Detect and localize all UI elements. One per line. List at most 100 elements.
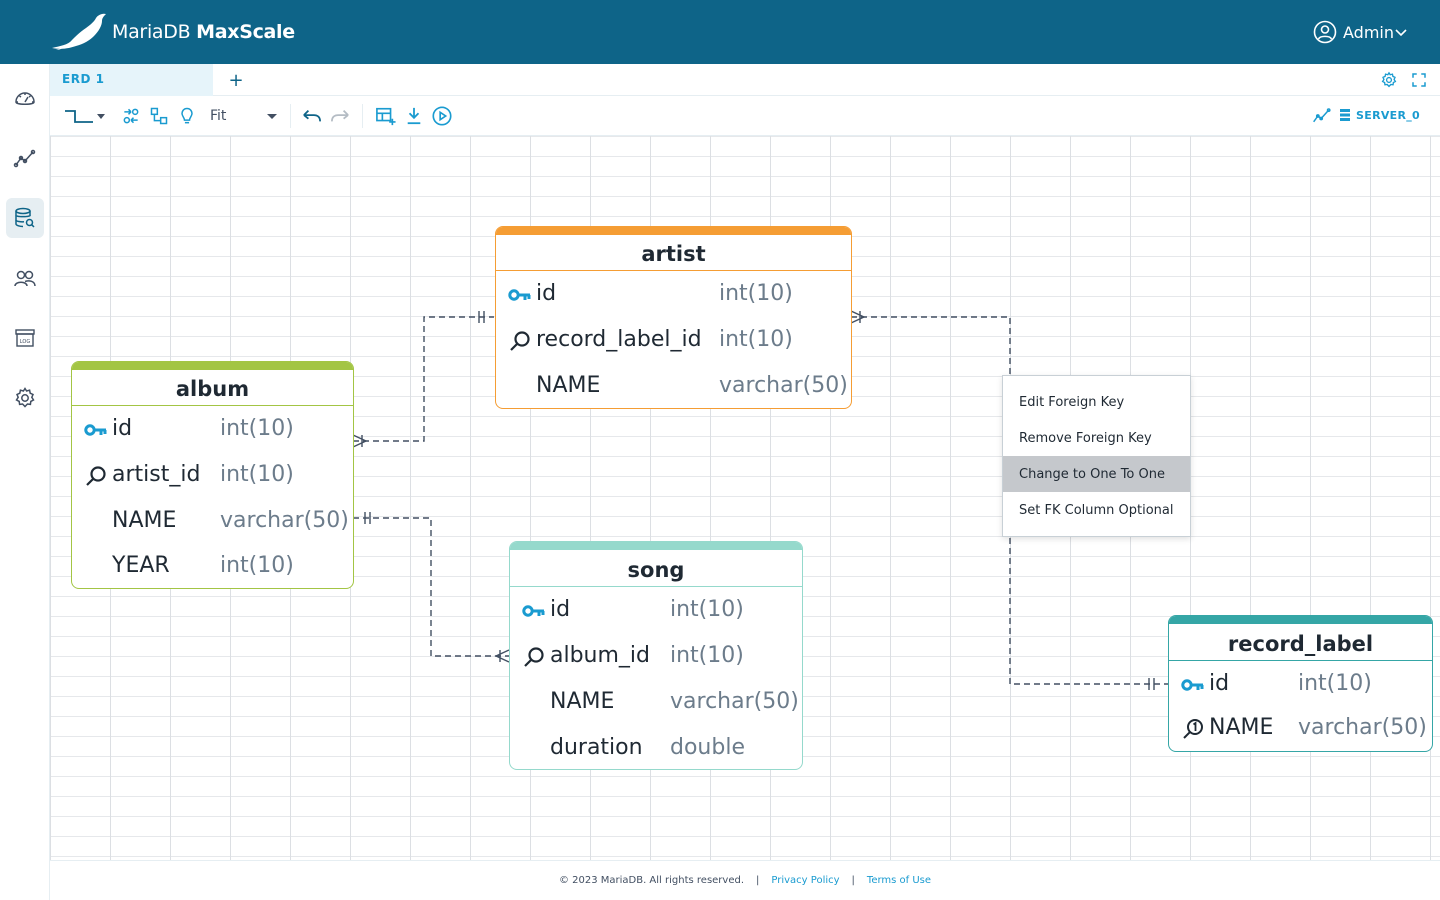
entity-name: record_label [1169, 624, 1432, 661]
key-icon [84, 418, 108, 442]
download-icon [407, 107, 421, 125]
column-row[interactable]: artist_id int(10) [72, 452, 353, 498]
column-type: varchar(50) [670, 689, 799, 714]
fit-entities-button[interactable] [148, 105, 170, 127]
menu-item-edit-foreign-key[interactable]: Edit Foreign Key [1019, 394, 1125, 410]
sidebar-item-users[interactable] [6, 258, 44, 298]
redo-button[interactable] [328, 105, 352, 127]
apply-script-button[interactable] [430, 105, 454, 127]
settings-gear-icon[interactable] [1380, 71, 1398, 89]
foreign-key-context-menu: Edit Foreign Key Remove Foreign Key Chan… [1002, 375, 1191, 537]
lightbulb-icon [181, 107, 193, 124]
column-row[interactable]: NAME varchar(50) [510, 679, 802, 725]
seal-logo-icon [52, 13, 106, 50]
menu-item-remove-foreign-key[interactable]: Remove Foreign Key [1019, 430, 1152, 446]
server-connection-button[interactable]: SERVER_0 [1338, 108, 1420, 122]
auto-arrange-button[interactable] [120, 105, 142, 127]
erd-toolbar: Fit SERVER_0 [50, 96, 1440, 136]
footer-separator: | [756, 875, 760, 886]
toolbar-divider [362, 104, 363, 128]
column-row[interactable]: id int(10) [72, 406, 353, 452]
svg-text:LOG: LOG [20, 339, 31, 345]
sidebar-item-query-editor[interactable] [6, 198, 44, 238]
users-icon [14, 270, 36, 287]
server-icon [1340, 109, 1351, 121]
footer: © 2023 MariaDB. All rights reserved. | P… [50, 860, 1440, 900]
terms-of-use-link[interactable]: Terms of Use [866, 875, 932, 886]
app-header: MariaDB MaxScale Admin [0, 0, 1440, 64]
column-row[interactable]: NAME varchar(50) [496, 363, 851, 407]
column-row[interactable]: record_label_id int(10) [496, 317, 851, 363]
tab-erd-1[interactable]: ERD 1 [50, 64, 213, 96]
zoom-select[interactable]: Fit [210, 106, 278, 126]
brand-text: MariaDB MaxScale [112, 21, 295, 43]
key-icon [1181, 673, 1205, 697]
column-row[interactable]: id int(10) [496, 271, 851, 317]
column-row[interactable]: NAME varchar(50) [72, 498, 353, 543]
caret-down-icon [97, 114, 105, 119]
menu-item-set-fk-column-optional[interactable]: Set FK Column Optional [1019, 502, 1174, 518]
index-icon [522, 645, 546, 669]
sidebar-item-settings[interactable] [6, 378, 44, 418]
worksheet-tab-bar: ERD 1 + [50, 64, 1440, 96]
entity-color-bar [510, 542, 802, 550]
column-row[interactable]: YEAR int(10) [72, 543, 353, 588]
column-name: duration [550, 735, 643, 760]
column-type: varchar(50) [220, 508, 349, 533]
column-type: int(10) [670, 597, 744, 622]
mariadb-maxscale-logo[interactable]: MariaDB MaxScale [50, 12, 295, 52]
column-name: YEAR [112, 553, 170, 578]
privacy-policy-link[interactable]: Privacy Policy [771, 875, 840, 886]
link-song-album[interactable] [353, 512, 510, 663]
column-type: varchar(50) [719, 373, 848, 398]
column-row[interactable]: NAME varchar(50) [1169, 705, 1432, 749]
line-chart-icon [13, 149, 36, 168]
entity-color-bar [72, 362, 353, 370]
link-album-artist[interactable] [352, 311, 494, 448]
speedometer-icon [15, 92, 35, 105]
column-row[interactable]: duration double [510, 725, 802, 769]
user-name: Admin [1343, 22, 1394, 42]
entity-color-bar [1169, 616, 1432, 624]
line-chart-icon [1313, 108, 1331, 123]
entity-album[interactable]: album id int(10) artist_id int(10) NAME … [71, 361, 354, 589]
sidebar: LOG [0, 64, 50, 900]
menu-item-change-to-one-to-one[interactable]: Change to One To One [1003, 456, 1190, 492]
shapes-icon [150, 107, 168, 125]
erd-canvas[interactable]: artist id int(10) record_label_id int(10… [50, 136, 1440, 860]
column-name: NAME [550, 689, 615, 714]
user-avatar-icon [1313, 20, 1337, 44]
add-tab-button[interactable]: + [228, 70, 244, 91]
column-row[interactable]: id int(10) [1169, 661, 1432, 705]
zoom-value: Fit [210, 108, 227, 124]
column-type: int(10) [719, 327, 793, 352]
sidebar-item-logs[interactable]: LOG [6, 318, 44, 358]
column-name: id [550, 597, 571, 622]
sidebar-item-dashboard[interactable] [6, 78, 44, 118]
index-icon [508, 329, 532, 353]
play-circle-icon [432, 106, 452, 126]
copyright-text: © 2023 MariaDB. All rights reserved. [558, 875, 745, 886]
highlight-button[interactable] [176, 105, 198, 127]
column-name: id [536, 281, 557, 306]
entity-artist[interactable]: artist id int(10) record_label_id int(10… [495, 226, 852, 409]
entity-record-label[interactable]: record_label id int(10) NAME varchar(50) [1168, 615, 1433, 752]
column-type: int(10) [220, 416, 294, 441]
entity-color-bar [496, 227, 851, 235]
create-table-button[interactable] [374, 105, 398, 127]
link-shape-select[interactable] [58, 105, 112, 127]
column-row[interactable]: id int(10) [510, 587, 802, 633]
connection-status-button[interactable] [1310, 105, 1334, 127]
tab-actions [1380, 71, 1428, 89]
column-row[interactable]: album_id int(10) [510, 633, 802, 679]
column-type: varchar(50) [1298, 715, 1427, 740]
column-type: double [670, 735, 745, 760]
sidebar-item-visualization[interactable] [6, 138, 44, 178]
entity-song[interactable]: song id int(10) album_id int(10) NAME va… [509, 541, 803, 770]
user-menu[interactable]: Admin [1313, 20, 1408, 44]
undo-button[interactable] [300, 105, 324, 127]
column-type: int(10) [1298, 671, 1372, 696]
fullscreen-icon[interactable] [1410, 71, 1428, 89]
export-button[interactable] [402, 105, 426, 127]
arrange-icon [123, 108, 139, 124]
